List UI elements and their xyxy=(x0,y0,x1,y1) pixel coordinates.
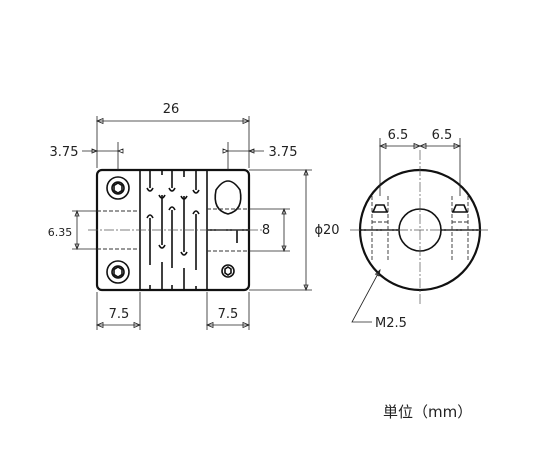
side-view: 26 3.75 3.75 6.35 8 ϕ20 7.5 7.5 xyxy=(48,102,340,330)
helical-slits xyxy=(146,170,200,290)
screw-size-label: M2.5 xyxy=(375,316,407,331)
left-bottom-screw-icon xyxy=(106,260,130,284)
dim-screw-spacing-left: 6.5 xyxy=(388,128,409,143)
dim-hub-length-right: 7.5 xyxy=(218,307,239,322)
dim-screw-spacing-right: 6.5 xyxy=(432,128,453,143)
dim-clamp-offset-left: 3.75 xyxy=(50,145,79,160)
dim-bore-right: 8 xyxy=(262,223,270,238)
dim-bore-left: 6.35 xyxy=(48,226,73,239)
dim-overall-length: 26 xyxy=(163,102,180,117)
dim-hub-length-left: 7.5 xyxy=(109,307,130,322)
dim-outer-diameter: ϕ20 xyxy=(314,223,339,238)
end-view: 6.5 6.5 M2.5 xyxy=(350,128,490,331)
left-bore-hidden xyxy=(97,210,140,250)
right-clamp-hole-icon xyxy=(214,180,242,215)
left-top-screw-icon xyxy=(106,176,130,200)
end-view-right-screw-icon xyxy=(451,196,469,262)
end-view-left-screw-icon xyxy=(371,196,389,262)
right-screw-icon xyxy=(221,264,235,278)
unit-label: 単位（mm） xyxy=(383,403,472,421)
dim-clamp-offset-right: 3.75 xyxy=(269,145,298,160)
right-bore-hidden xyxy=(207,208,249,252)
